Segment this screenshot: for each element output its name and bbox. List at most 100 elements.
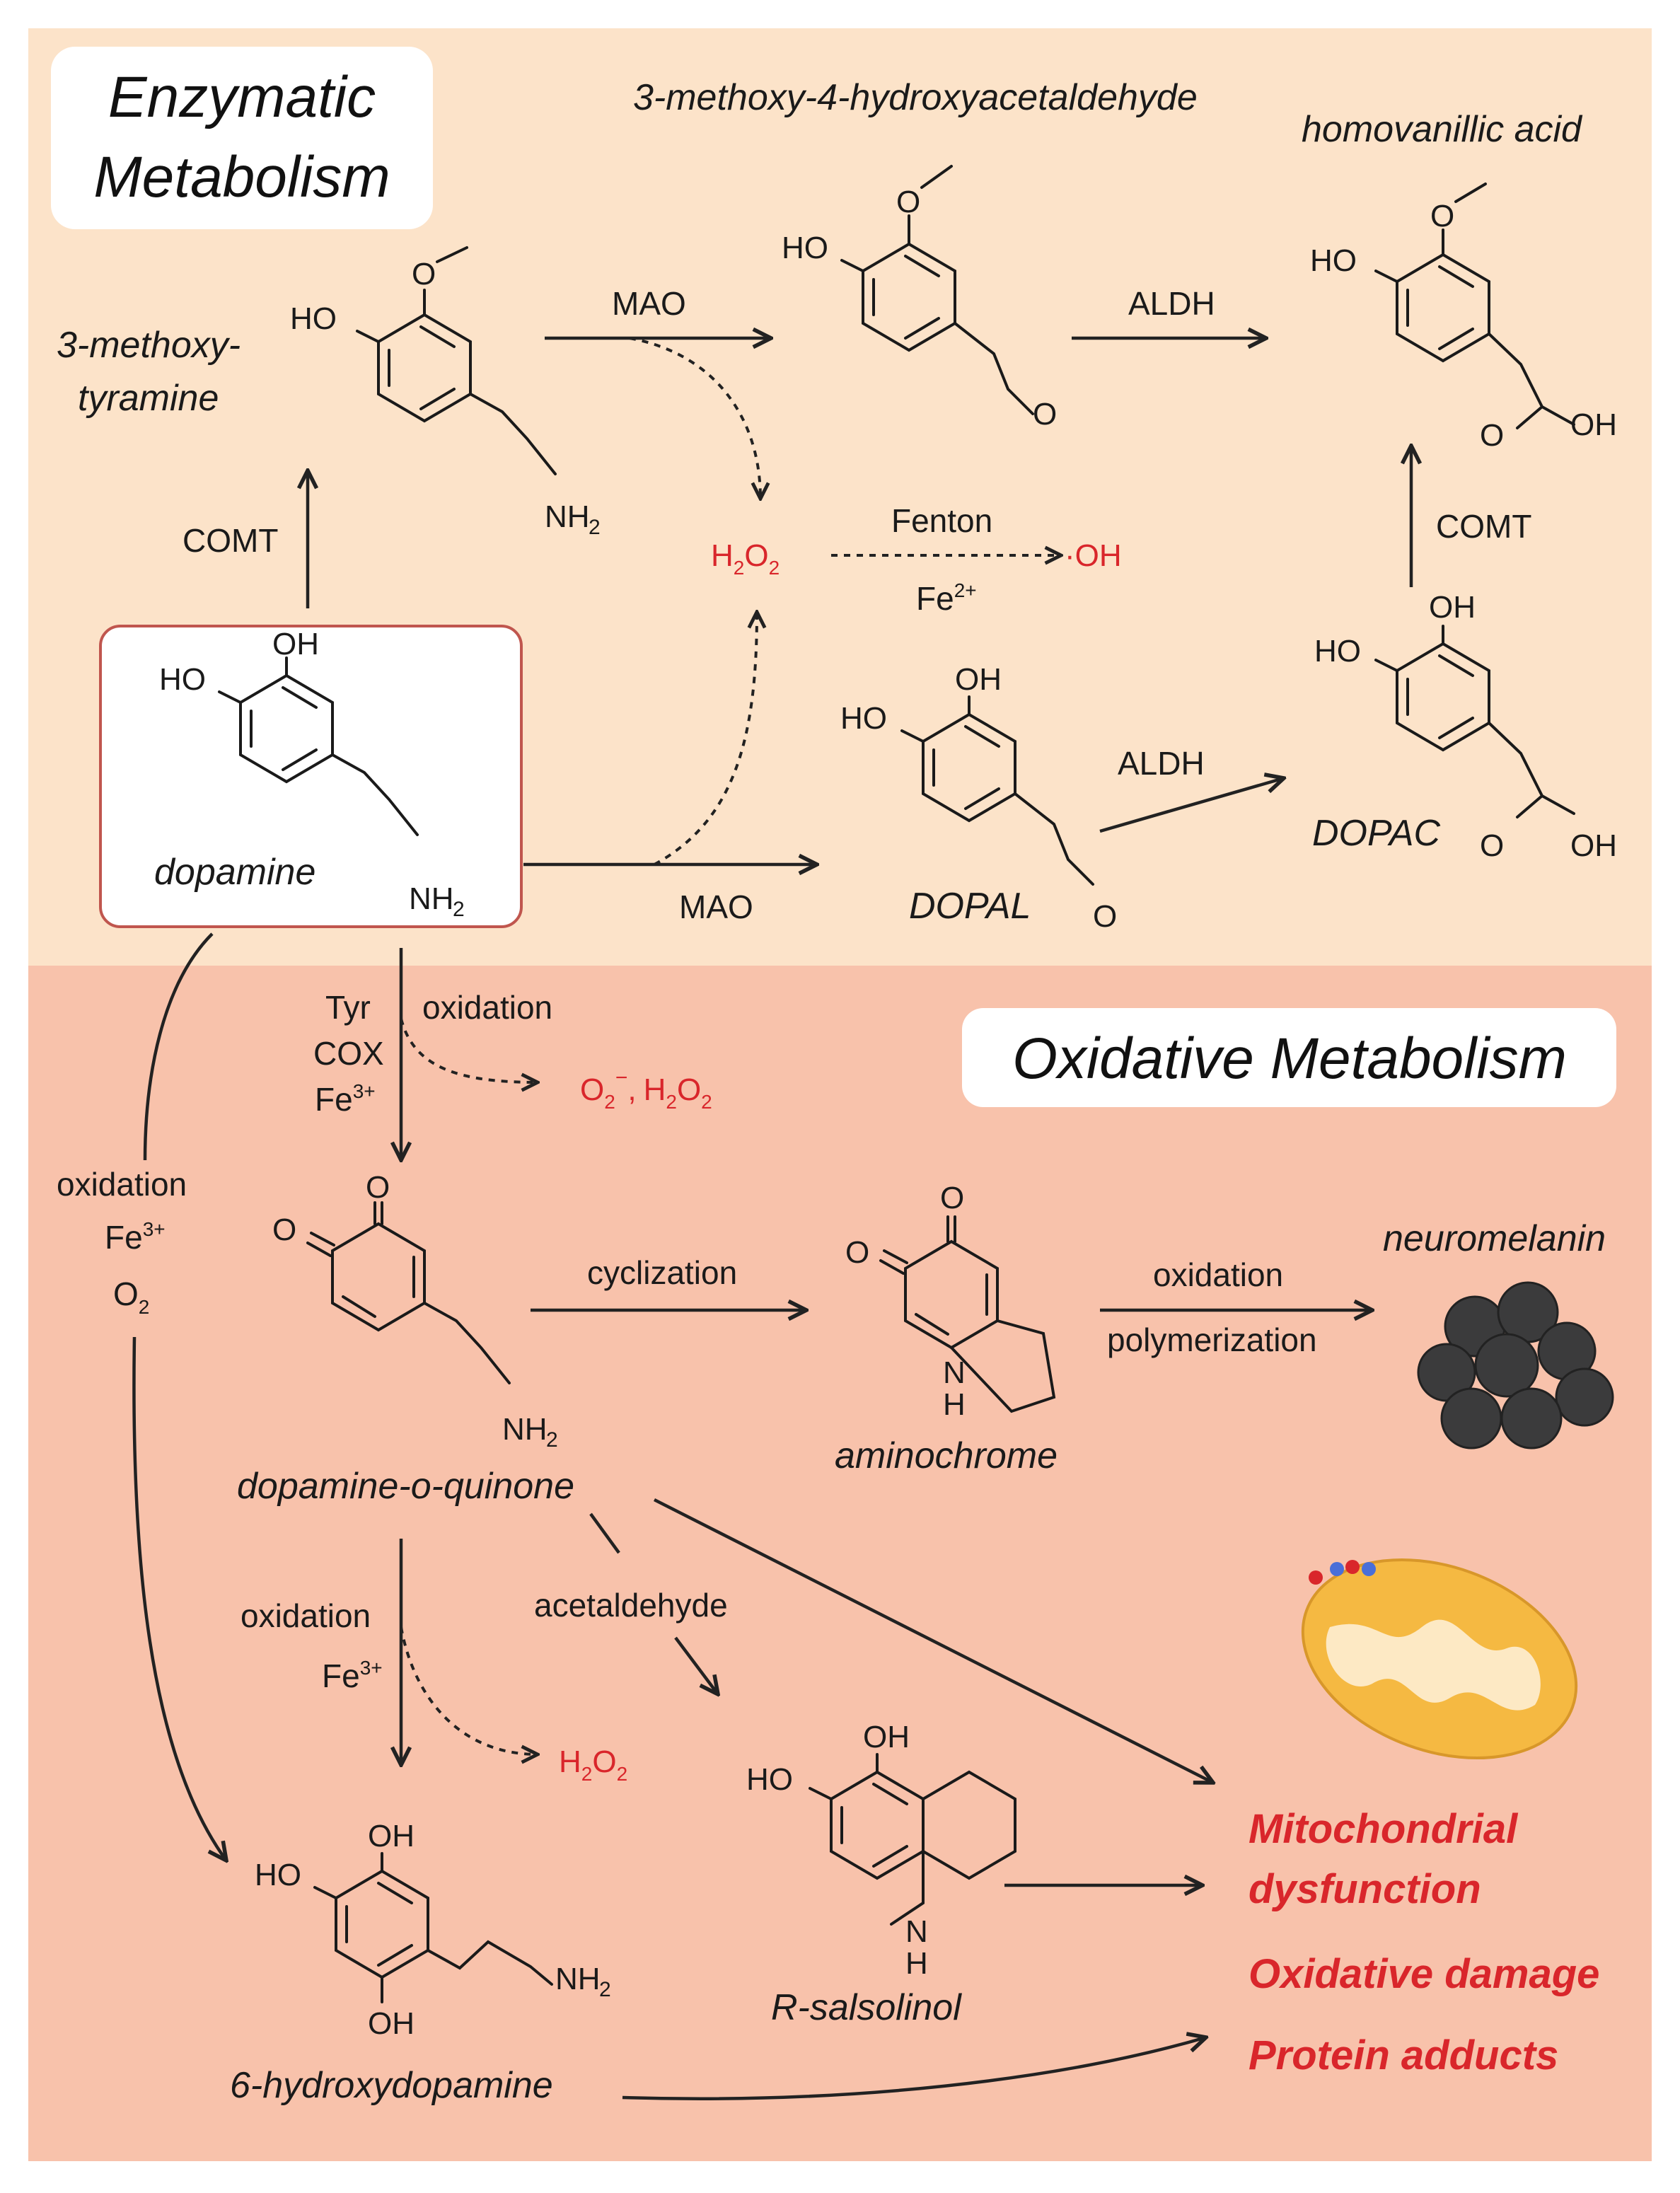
o2-label-left: O2	[113, 1275, 149, 1318]
svg-text:HO: HO	[255, 1858, 301, 1892]
svg-text:OH: OH	[1429, 590, 1476, 625]
left-oxidation-arrow	[132, 1336, 226, 1861]
acetaldehyde-line	[589, 1512, 620, 1554]
svg-text:HO: HO	[1314, 634, 1361, 669]
comt-label-left: COMT	[183, 522, 278, 559]
oxidation-label-left: oxidation	[57, 1166, 187, 1203]
superoxide-h2o2: O2−,H2O2	[580, 1066, 712, 1113]
svg-text:NH: NH	[409, 881, 454, 916]
svg-text:OH: OH	[955, 662, 1002, 697]
hydroxyl-radical: ·OH	[1065, 538, 1122, 573]
aminochrome-label: aminochrome	[835, 1435, 1058, 1476]
svg-text:O: O	[1033, 397, 1057, 432]
aldh-label-bottom: ALDH	[1118, 745, 1205, 782]
salsolinol-structure: OH HO N H	[746, 1720, 1016, 1981]
dopamine-box	[99, 625, 523, 928]
svg-text:O: O	[845, 1235, 869, 1270]
neuromelanin-icon	[1417, 1281, 1614, 1450]
acetaldehyde-arrow	[674, 1636, 718, 1694]
svg-text:O: O	[1480, 418, 1504, 453]
svg-text:OH: OH	[863, 1720, 910, 1754]
hydroxydopamine-label: 6-hydroxydopamine	[230, 2065, 553, 2106]
dopamine-structure: OH HO	[159, 627, 419, 836]
methoxytyramine-label-1: 3-methoxy-	[57, 325, 241, 366]
fe3-label-top: Fe3+	[315, 1080, 376, 1118]
dopac-structure: OH HO	[1314, 590, 1575, 818]
svg-text:NH: NH	[502, 1412, 548, 1447]
neuromelanin-label: neuromelanin	[1383, 1218, 1606, 1259]
polymerization-label: polymerization	[1107, 1321, 1317, 1358]
svg-text:O: O	[1430, 199, 1454, 233]
aminochrome-structure: O O N H	[845, 1181, 1056, 1422]
mitochondrion-icon	[1301, 1558, 1578, 1760]
svg-text:HO: HO	[840, 701, 887, 736]
6ohda-to-outcomes-arrow	[622, 2037, 1206, 2100]
fe3-label-lower: Fe3+	[322, 1657, 383, 1694]
dopamine-quinone-label: dopamine-o-quinone	[237, 1466, 574, 1507]
cyclization-label: cyclization	[587, 1254, 737, 1291]
svg-text:NH: NH	[545, 499, 590, 534]
fe2-label: Fe2+	[916, 579, 977, 617]
oxidative-title: Oxidative Metabolism	[1012, 1026, 1567, 1091]
svg-text:O: O	[896, 185, 920, 219]
svg-text:O: O	[1093, 899, 1117, 934]
hydroxydopamine-structure: OH OH HO	[255, 1819, 553, 2041]
svg-text:OH: OH	[1570, 407, 1617, 442]
outcome-oxidative-damage: Oxidative damage	[1249, 1951, 1599, 1997]
dopac-label: DOPAC	[1312, 813, 1441, 854]
aldh-label-top: ALDH	[1128, 285, 1215, 322]
svg-text:H: H	[905, 1946, 928, 1981]
cox-label: COX	[313, 1035, 384, 1072]
outcome-mito-2: dysfunction	[1249, 1866, 1481, 1912]
svg-text:O: O	[272, 1213, 296, 1247]
enzymatic-title-box: Enzymatic Metabolism	[51, 47, 433, 229]
salsolinol-label: R-salsolinol	[771, 1987, 962, 2028]
svg-text:OH: OH	[272, 627, 319, 661]
svg-text:O: O	[366, 1170, 390, 1205]
aldh-arrow-bottom	[1099, 778, 1284, 833]
svg-text:H: H	[943, 1387, 966, 1422]
ros-dashed-arrow	[400, 1018, 538, 1082]
svg-text:HO: HO	[746, 1762, 793, 1797]
tyr-label: Tyr	[325, 989, 371, 1026]
methoxytyramine-structure: O HO	[290, 246, 557, 475]
outcome-mito-1: Mitochondrial	[1249, 1806, 1519, 1852]
oxidation-label-poly: oxidation	[1153, 1256, 1283, 1293]
svg-text:HO: HO	[1310, 243, 1357, 278]
svg-text:O: O	[940, 1181, 964, 1215]
comt-label-right: COMT	[1436, 508, 1531, 545]
dopamine-label: dopamine	[154, 852, 315, 893]
methoxytyramine-label-2: tyramine	[78, 378, 219, 419]
enzymatic-title-line2: Metabolism	[93, 145, 390, 209]
svg-text:2: 2	[599, 1978, 611, 2001]
mhpa-structure: O HO O	[782, 165, 1057, 432]
quinone-to-outcomes-arrow	[653, 1498, 1213, 1783]
hva-label: homovanillic acid	[1302, 109, 1583, 150]
oxidative-title-box: Oxidative Metabolism	[962, 1008, 1616, 1107]
oxidation-label-top: oxidation	[422, 989, 552, 1026]
dopamine-quinone-structure: O O	[272, 1170, 511, 1384]
enzymatic-title-line1: Enzymatic	[108, 65, 376, 129]
svg-text:2: 2	[453, 898, 465, 921]
svg-text:O: O	[1480, 828, 1504, 863]
svg-text:OH: OH	[368, 1819, 415, 1853]
svg-text:HO: HO	[290, 301, 337, 336]
fenton-label: Fenton	[891, 502, 992, 539]
svg-text:2: 2	[589, 516, 601, 539]
outcome-protein-adducts: Protein adducts	[1249, 2032, 1558, 2078]
svg-text:2: 2	[546, 1428, 558, 1452]
svg-text:OH: OH	[1570, 828, 1617, 863]
mao-h2o2-dashed-top	[629, 337, 760, 499]
svg-text:N: N	[943, 1355, 966, 1390]
oxidation-label-lower: oxidation	[241, 1597, 371, 1634]
svg-text:HO: HO	[782, 231, 828, 265]
dopal-structure: OH HO O	[840, 662, 1117, 934]
svg-text:N: N	[905, 1914, 928, 1949]
dopal-label: DOPAL	[909, 886, 1031, 927]
mhpa-label: 3-methoxy-4-hydroxyacetaldehyde	[633, 77, 1198, 118]
h2o2-lower: H2O2	[559, 1744, 627, 1785]
fe3-label-left: Fe3+	[105, 1218, 166, 1256]
mao-h2o2-dashed-bottom	[654, 612, 757, 866]
mao-label-bottom: MAO	[679, 889, 753, 925]
